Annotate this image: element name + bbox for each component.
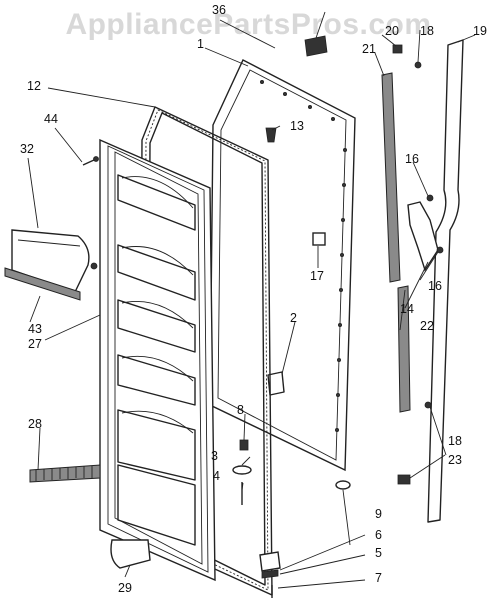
handle-bracket (407, 201, 439, 272)
callout-6: 6 (375, 528, 382, 542)
callout-16a: 16 (405, 152, 419, 166)
callout-36: 36 (212, 3, 226, 17)
screw-16b (436, 246, 444, 254)
screw-18a (414, 61, 422, 69)
dairy-trim (4, 267, 81, 301)
callout-9: 9 (375, 507, 382, 521)
callout-labels: 1 2 3 4 5 6 7 8 9 12 13 14 16 16 17 18 1… (20, 3, 487, 595)
handle-strip-lower (397, 285, 411, 413)
callout-8: 8 (237, 403, 244, 417)
grille (29, 464, 101, 483)
callout-28: 28 (28, 417, 42, 431)
hinge-cover (110, 539, 151, 569)
clip-20 (392, 44, 403, 54)
hinge-5-6 (259, 551, 281, 579)
callout-18b: 18 (448, 434, 462, 448)
callout-16b: 16 (428, 279, 442, 293)
callout-5: 5 (375, 546, 382, 560)
callout-3: 3 (211, 449, 218, 463)
callout-1: 1 (197, 37, 204, 51)
cap-36 (304, 35, 328, 57)
callout-14: 14 (400, 302, 414, 316)
callout-29: 29 (118, 581, 132, 595)
callout-7: 7 (375, 571, 382, 585)
watermark: AppliancePartsPros.com (65, 8, 432, 41)
bolt-8 (239, 439, 249, 451)
callout-4: 4 (213, 469, 220, 483)
callout-44: 44 (44, 112, 58, 126)
callout-20: 20 (385, 24, 399, 38)
callout-17: 17 (310, 269, 324, 283)
clip-17 (312, 232, 326, 246)
screw-18b (424, 401, 432, 409)
callout-23: 23 (448, 453, 462, 467)
door-inner-liner (99, 138, 216, 582)
callout-43: 43 (28, 322, 42, 336)
callout-12: 12 (27, 79, 41, 93)
callout-27: 27 (28, 337, 42, 351)
callout-13: 13 (290, 119, 304, 133)
foot-9 (335, 480, 351, 490)
bushing-3 (232, 465, 252, 475)
screw-44 (82, 156, 99, 166)
leader-lines (27, 11, 476, 589)
callout-21: 21 (362, 42, 376, 56)
door-outer-panel (209, 59, 356, 472)
callout-22: 22 (420, 319, 434, 333)
screw-13 (265, 127, 277, 143)
bracket-2 (267, 371, 285, 396)
callout-2: 2 (290, 311, 297, 325)
callout-19: 19 (473, 24, 487, 38)
screw-16a (426, 194, 434, 202)
callout-18a: 18 (420, 24, 434, 38)
door-handle-trim (427, 39, 464, 523)
handle-strip-upper (381, 72, 401, 283)
clip-23 (397, 474, 411, 485)
callout-32: 32 (20, 142, 34, 156)
